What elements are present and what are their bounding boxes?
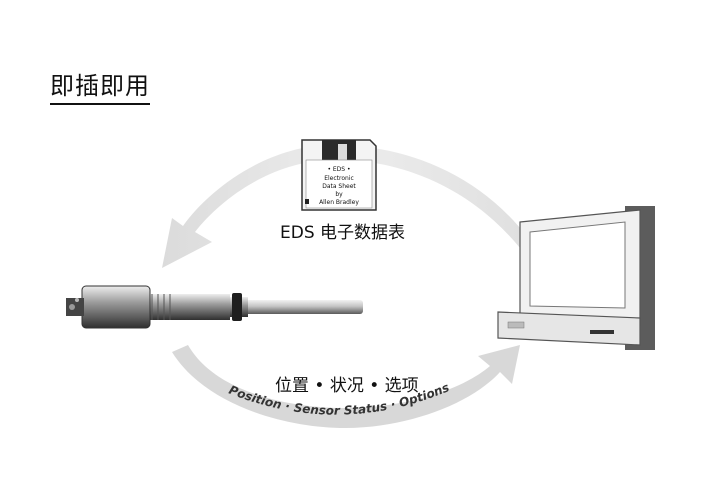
floppy-label-line5: Allen Bradley: [319, 199, 359, 206]
position-sensor-icon: [66, 285, 363, 329]
floppy-label-line1: • EDS •: [327, 166, 350, 173]
floppy-disk-icon: • EDS • Electronic Data Sheet by Allen B…: [301, 139, 377, 211]
status-label: 位置 • 状况 • 选项: [275, 376, 419, 396]
page-title: 即插即用: [50, 66, 150, 105]
computer-icon: [497, 206, 655, 350]
floppy-label-line2: Electronic: [324, 175, 354, 182]
lower-arrow: [172, 345, 520, 428]
floppy-label-line3: Data Sheet: [322, 183, 356, 190]
upper-arrow: [162, 144, 528, 268]
eds-label: EDS 电子数据表: [280, 223, 406, 243]
floppy-label-line4: by: [335, 191, 343, 198]
